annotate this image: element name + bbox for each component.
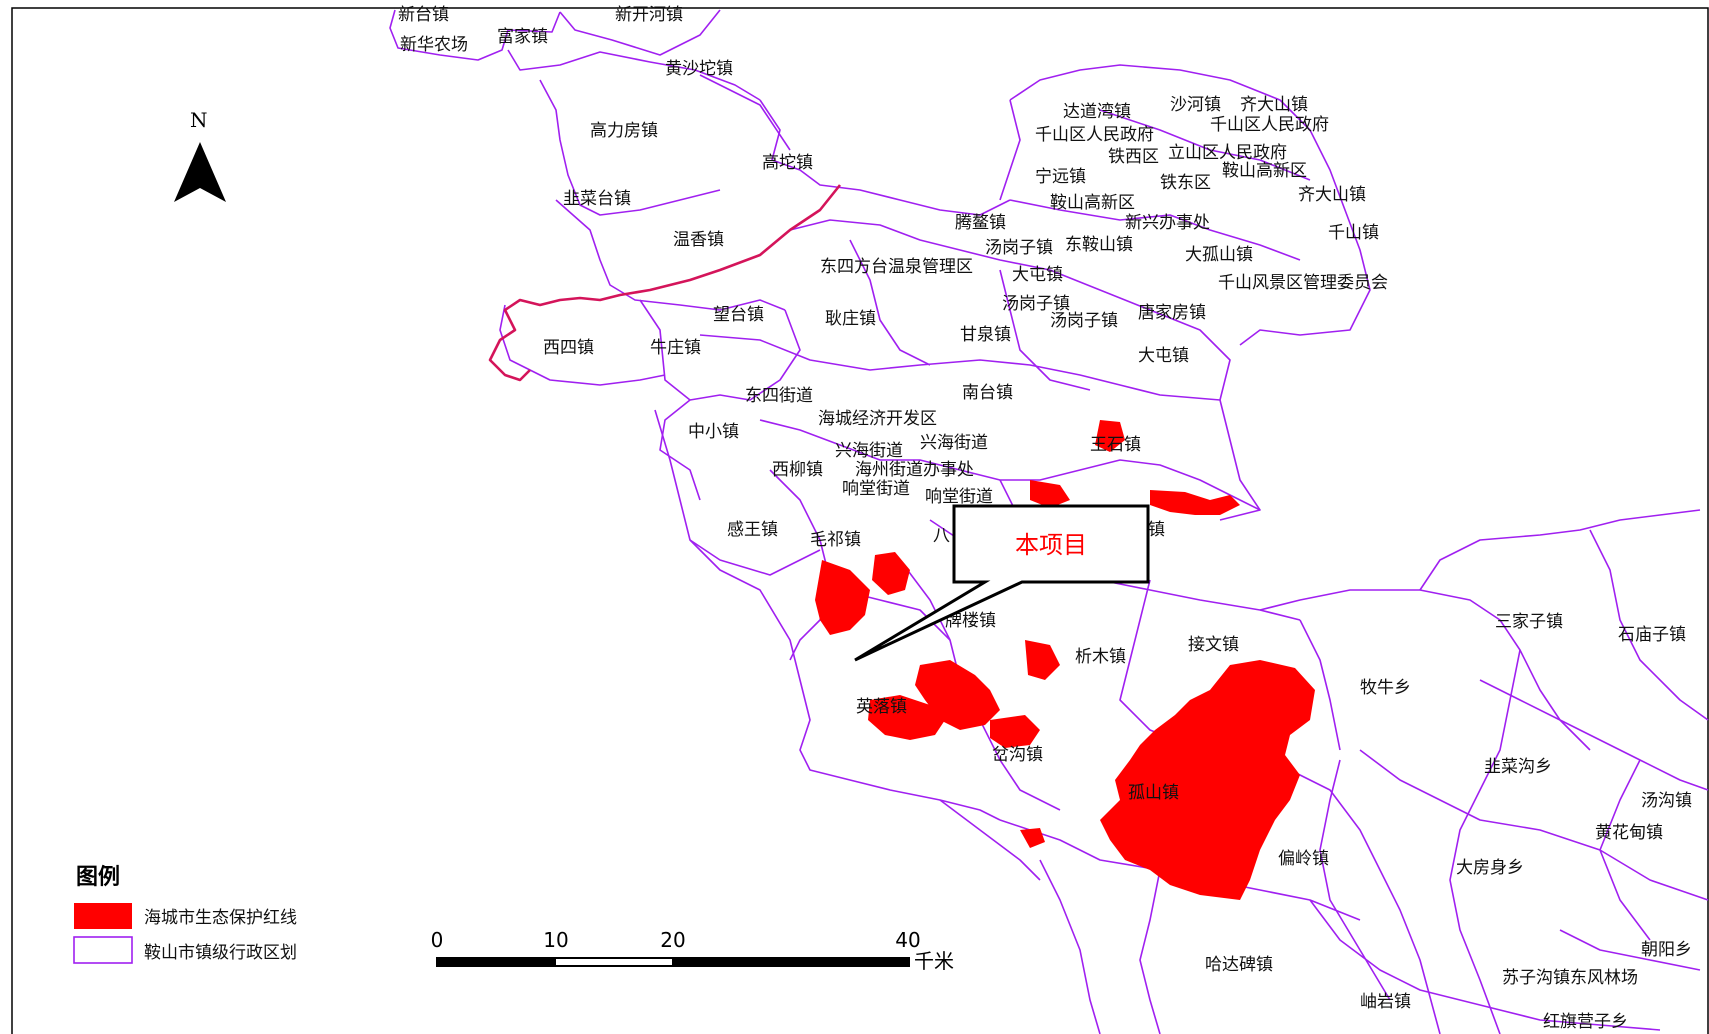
north-arrow: N	[174, 108, 226, 202]
place-label: 响堂街道	[842, 479, 910, 499]
place-label: 海州街道办事处	[855, 460, 974, 480]
place-label: 耿庄镇	[825, 309, 876, 329]
place-label: 望台镇	[713, 305, 764, 325]
place-label: 腾鳌镇	[955, 213, 1006, 233]
place-label: 接文镇	[1188, 635, 1239, 655]
place-label: 鞍山高新区	[1222, 161, 1307, 181]
place-label: 高力房镇	[590, 121, 658, 141]
north-arrow-icon	[174, 142, 226, 202]
legend-title: 图例	[76, 865, 120, 890]
legend-swatch-boundary	[73, 936, 133, 964]
place-label: 千山镇	[1328, 223, 1379, 243]
map-frame	[11, 7, 1709, 1034]
place-label: 东四街道	[745, 386, 813, 406]
place-label: 朝阳乡	[1641, 940, 1692, 960]
place-label: 高坨镇	[762, 153, 813, 173]
place-label: 大屯镇	[1138, 346, 1189, 366]
place-label: 哈达碑镇	[1205, 955, 1273, 975]
place-label: 汤岗子镇	[1050, 311, 1118, 331]
place-label: 大房身乡	[1456, 858, 1524, 878]
place-label: 王石镇	[1090, 435, 1141, 455]
place-label: 富家镇	[497, 27, 548, 47]
place-label: 汤岗子镇	[985, 238, 1053, 258]
place-label: 汤岗子镇	[1002, 294, 1070, 314]
place-label: 南台镇	[962, 383, 1013, 403]
place-label: 东四方台温泉管理区	[820, 257, 973, 277]
scale-tick: 10	[543, 928, 568, 952]
place-label: 新开河镇	[615, 5, 683, 25]
scale-bar: 0 10 20 40 千米	[431, 928, 954, 973]
place-label: 八	[933, 526, 950, 546]
place-label: 宁远镇	[1035, 167, 1086, 187]
place-label: 兴海街道	[835, 441, 903, 461]
place-label: 新台镇	[398, 5, 449, 25]
place-label: 析木镇	[1075, 647, 1126, 667]
place-label: 岫岩镇	[1360, 992, 1411, 1012]
place-label: 牌楼镇	[945, 611, 996, 631]
place-label: 偏岭镇	[1278, 849, 1329, 869]
place-label: 韭菜沟乡	[1484, 757, 1552, 777]
place-label: 齐大山镇	[1298, 185, 1366, 205]
place-label: 铁东区	[1160, 173, 1211, 193]
place-label: 千山风景区管理委员会	[1218, 273, 1388, 293]
place-label: 英落镇	[856, 697, 907, 717]
place-label: 温香镇	[673, 230, 724, 250]
north-label: N	[190, 108, 208, 132]
place-label: 唐家房镇	[1138, 302, 1206, 323]
place-label: 孤山镇	[1128, 783, 1179, 803]
scale-unit: 千米	[914, 949, 954, 973]
place-label: 响堂街道	[925, 487, 993, 507]
place-label: 牛庄镇	[650, 338, 701, 358]
place-label: 黄花甸镇	[1595, 823, 1663, 843]
place-label: 汤沟镇	[1641, 791, 1692, 811]
place-label: 鞍山高新区	[1050, 193, 1135, 213]
legend-swatch-red-line	[74, 903, 132, 929]
place-label: 韭菜台镇	[563, 189, 631, 209]
place-label: 新华农场	[400, 35, 468, 55]
callout-text: 本项目	[1015, 531, 1087, 559]
scale-tick: 40	[895, 928, 920, 952]
place-label: 千山区人民政府	[1210, 115, 1329, 135]
legend-label: 鞍山市镇级行政区划	[144, 943, 297, 963]
scale-tick: 0	[431, 928, 444, 952]
place-label: 大孤山镇	[1185, 245, 1253, 265]
place-label: 三家子镇	[1495, 612, 1563, 632]
project-callout: 本项目	[854, 504, 1150, 662]
place-label: 镇	[1148, 520, 1165, 540]
place-label: 牧牛乡	[1360, 678, 1411, 698]
place-label: 达道湾镇	[1063, 102, 1131, 122]
place-label: 甘泉镇	[960, 325, 1011, 345]
place-label: 感王镇	[727, 520, 778, 540]
place-label: 海城经济开发区	[818, 409, 937, 429]
place-label: 兴海街道	[920, 433, 988, 453]
place-label: 沙河镇	[1170, 95, 1221, 115]
place-label: 新兴办事处	[1125, 213, 1210, 233]
place-label: 毛祁镇	[810, 530, 861, 550]
place-label: 石庙子镇	[1618, 625, 1686, 645]
ecological-red-line-areas	[815, 420, 1315, 900]
place-label: 铁西区	[1108, 147, 1159, 167]
place-label: 西柳镇	[772, 460, 823, 480]
place-labels: 新台镇 新华农场 富家镇 新开河镇 黄沙坨镇 高力房镇 高坨镇 韭菜台镇 温香镇…	[398, 5, 1692, 1032]
legend-label: 海城市生态保护红线	[144, 908, 297, 928]
scale-tick: 20	[660, 928, 685, 952]
river-line	[488, 184, 842, 382]
place-label: 西四镇	[543, 338, 594, 358]
place-label: 立山区人民政府	[1168, 143, 1287, 163]
place-label: 中小镇	[688, 422, 739, 442]
place-label: 红旗营子乡	[1543, 1012, 1628, 1032]
place-label: 齐大山镇	[1240, 95, 1308, 115]
place-label: 黄沙坨镇	[665, 59, 733, 79]
place-label: 千山区人民政府	[1035, 125, 1154, 145]
place-label: 苏子沟镇东风林场	[1502, 968, 1638, 988]
place-label: 大屯镇	[1012, 265, 1063, 285]
place-label: 东鞍山镇	[1065, 235, 1133, 255]
legend: 图例 海城市生态保护红线 鞍山市镇级行政区划	[73, 865, 297, 964]
place-label: 岔沟镇	[992, 745, 1043, 765]
